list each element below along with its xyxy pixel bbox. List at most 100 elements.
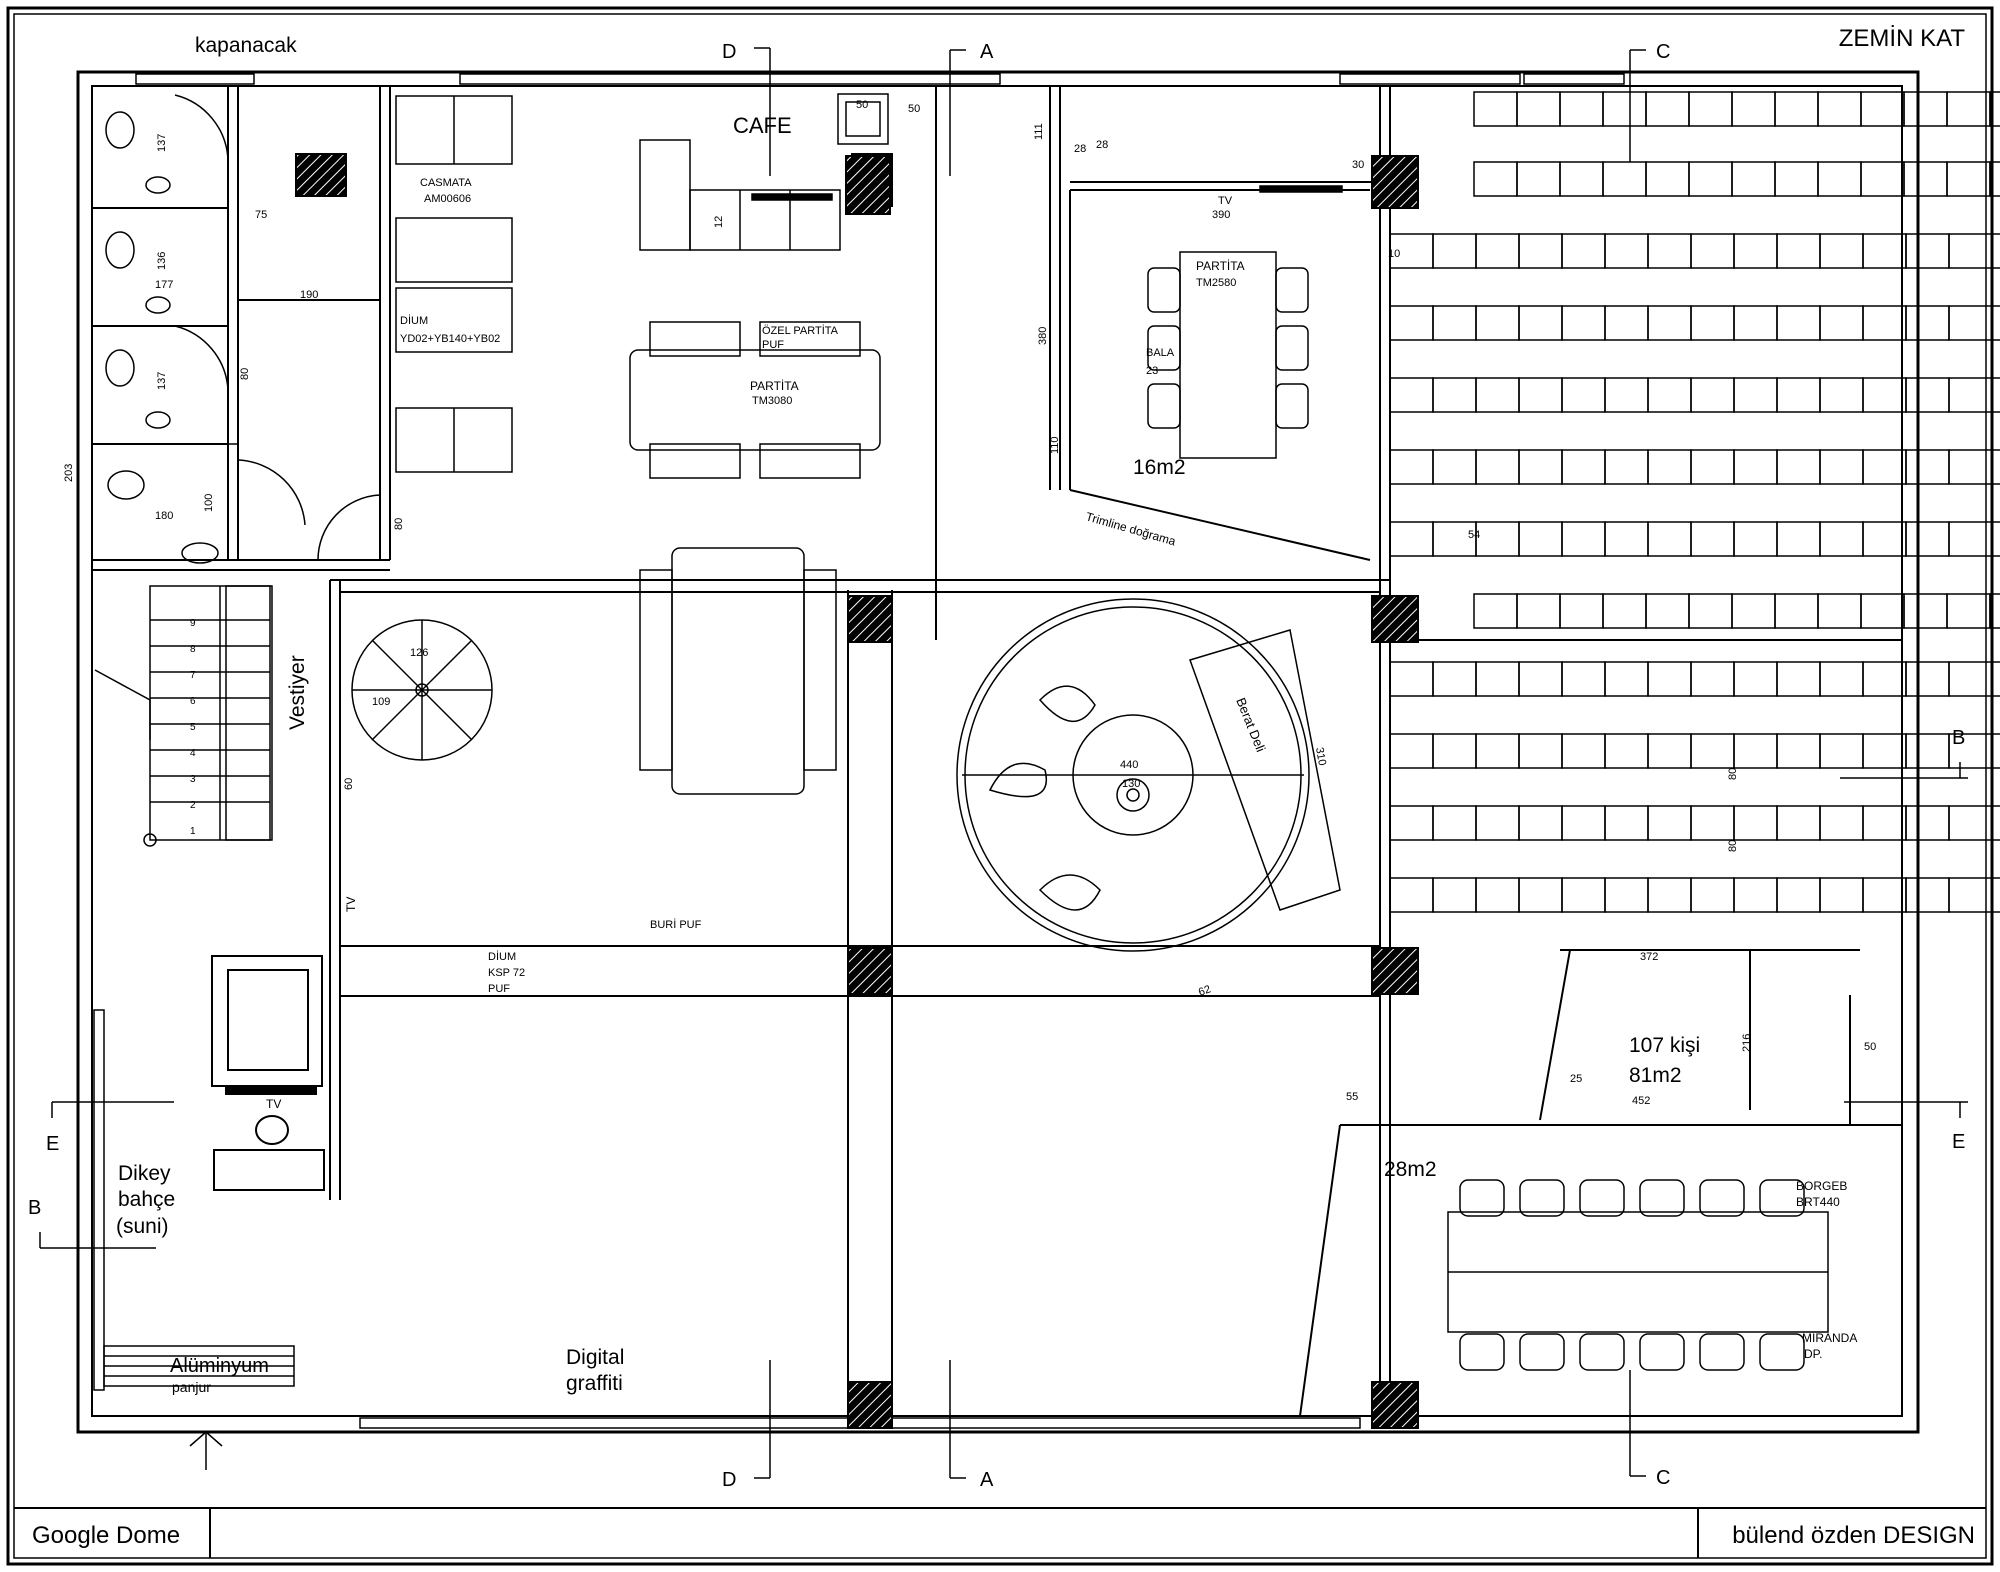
seat <box>1432 733 1477 769</box>
dim-177: 177 <box>155 279 173 291</box>
seat <box>1518 233 1563 269</box>
seat <box>1561 521 1606 557</box>
dim-136: 136 <box>156 252 168 270</box>
seat <box>1690 661 1735 697</box>
seat <box>1776 377 1821 413</box>
dim-452: 452 <box>1632 1095 1650 1107</box>
dim-80-b: 80 <box>393 518 405 530</box>
dim-50-a: 50 <box>856 99 868 111</box>
seat <box>1905 877 1950 913</box>
seat <box>1862 233 1907 269</box>
section-e-right: E <box>1952 1131 1965 1153</box>
furniture-buri: BURİ PUF <box>650 918 702 931</box>
dim-216: 216 <box>1741 1034 1753 1052</box>
furniture-partita-1-code: TM3080 <box>752 395 792 407</box>
seat <box>1989 91 2000 127</box>
seat <box>1776 521 1821 557</box>
seat <box>1561 805 1606 841</box>
seat <box>1647 449 1692 485</box>
seat <box>1862 805 1907 841</box>
seat <box>1862 733 1907 769</box>
seat <box>1602 593 1647 629</box>
main-stairs <box>94 585 273 847</box>
seat <box>1432 377 1477 413</box>
seat <box>1905 661 1950 697</box>
section-c-top: C <box>1656 41 1670 63</box>
furniture-dium: DİUM <box>400 314 428 327</box>
seat <box>1647 305 1692 341</box>
seat <box>1862 521 1907 557</box>
furniture-partita-2-code: TM2580 <box>1196 277 1236 289</box>
sheet-frame <box>6 6 1994 1566</box>
seat <box>1475 449 1520 485</box>
conference-chair <box>1519 1333 1565 1371</box>
seat <box>1432 305 1477 341</box>
furniture-tv-reception: TV <box>266 1097 281 1111</box>
seat <box>1518 661 1563 697</box>
seat <box>1561 877 1606 913</box>
dim-372: 372 <box>1640 951 1658 963</box>
seat <box>1604 521 1649 557</box>
furniture-miranda-code: DP. <box>1804 1347 1822 1361</box>
conference-chair <box>1459 1179 1505 1217</box>
furniture-dium-2-puf: PUF <box>488 983 510 995</box>
seat <box>1645 161 1690 197</box>
label-area-81: 81m2 <box>1629 1064 1682 1087</box>
seat <box>1905 377 1950 413</box>
furniture-bala: BALA <box>1146 347 1175 359</box>
stair-step-number: 2 <box>190 800 196 811</box>
seat <box>1690 305 1735 341</box>
dimension-labels: 137 136 137 75 177 190 80 203 180 100 80… <box>63 99 1876 1107</box>
seat <box>1819 733 1864 769</box>
seat <box>1774 161 1819 197</box>
seat <box>1905 805 1950 841</box>
furniture-ozel: ÖZEL PARTİTA <box>762 324 839 337</box>
furniture-borgeb: BORGEB <box>1796 1179 1847 1193</box>
seat <box>1647 733 1692 769</box>
stair-step-number: 9 <box>190 618 196 629</box>
footer-right: bülend özden DESIGN <box>1732 1522 1975 1549</box>
seat <box>1389 805 1434 841</box>
section-a-top: A <box>980 41 994 63</box>
seat <box>1989 161 2000 197</box>
dim-30: 30 <box>1352 159 1364 171</box>
sofas <box>395 95 513 473</box>
conference-chair <box>1519 1179 1565 1217</box>
seat <box>1903 593 1948 629</box>
label-digital: Digital <box>566 1346 624 1369</box>
spiral-stair <box>351 619 493 761</box>
seat <box>1604 377 1649 413</box>
dim-60: 60 <box>343 778 355 790</box>
dim-310: 310 <box>1313 746 1328 766</box>
seat <box>1991 233 2000 269</box>
section-d-top: D <box>722 41 736 63</box>
seat <box>1946 593 1991 629</box>
conference-chair <box>1639 1179 1685 1217</box>
seat <box>1561 377 1606 413</box>
conference-chair <box>1459 1333 1505 1371</box>
stair-step-number: 1 <box>190 826 196 837</box>
seat <box>1389 449 1434 485</box>
seat <box>1690 521 1735 557</box>
seat <box>1690 377 1735 413</box>
seat <box>1862 877 1907 913</box>
seat <box>1819 377 1864 413</box>
conference-chair <box>1759 1333 1805 1371</box>
stair-step-number: 5 <box>190 722 196 733</box>
dim-111: 111 <box>1033 123 1045 140</box>
seat <box>1516 593 1561 629</box>
furniture-dium-code: YD02+YB140+YB02 <box>400 333 500 345</box>
seat <box>1561 733 1606 769</box>
dim-50-b: 50 <box>908 103 920 115</box>
seat <box>1817 593 1862 629</box>
structural-columns <box>295 153 1419 1429</box>
seat <box>1690 805 1735 841</box>
seat <box>1518 521 1563 557</box>
dim-126: 126 <box>410 647 428 659</box>
dim-380: 380 <box>1037 327 1049 345</box>
seat <box>1604 305 1649 341</box>
conference-chair <box>1699 1179 1745 1217</box>
seat <box>1688 91 1733 127</box>
dim-130: 130 <box>1122 778 1140 790</box>
seat <box>1819 805 1864 841</box>
